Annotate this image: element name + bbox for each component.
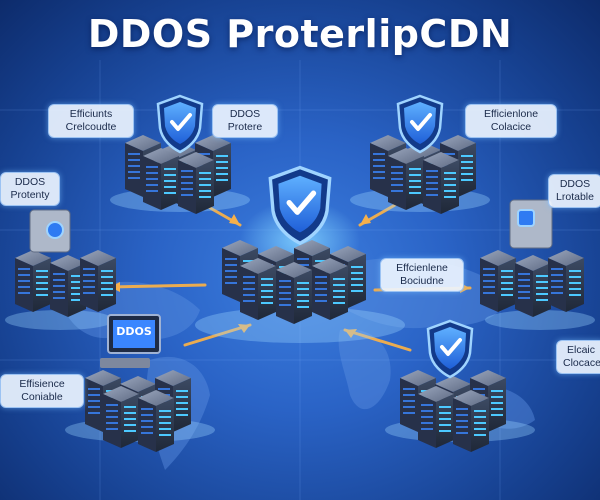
server-cluster-left [15, 209, 116, 317]
server-cluster-bottom-left [85, 314, 191, 452]
keyboard-icon [100, 358, 150, 368]
server-cluster-center [222, 168, 366, 324]
server-cluster-right [480, 199, 584, 317]
monitor-icon [100, 314, 161, 368]
page-title: DDOS ProterlipCDN [87, 12, 513, 56]
monitor-screen-text: DDOS [116, 325, 152, 338]
